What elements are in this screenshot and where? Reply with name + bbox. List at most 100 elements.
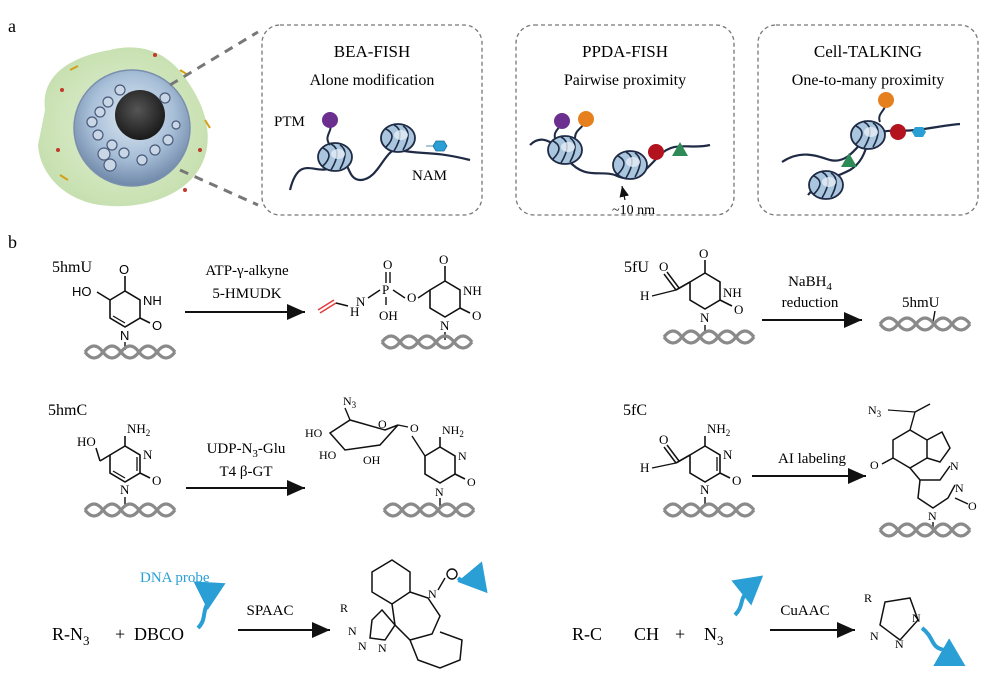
svg-text:HO: HO bbox=[319, 448, 337, 462]
substrate-5hmc: 5hmC bbox=[48, 402, 87, 419]
svg-text:N: N bbox=[870, 629, 879, 643]
panel-box-bea bbox=[261, 24, 483, 216]
svg-text:O: O bbox=[410, 421, 419, 435]
svg-text:O: O bbox=[659, 259, 668, 274]
nam-mark bbox=[426, 140, 448, 152]
svg-text:NH: NH bbox=[463, 283, 482, 298]
cell-talking-chromatin bbox=[781, 92, 961, 200]
svg-text:N: N bbox=[435, 485, 444, 499]
svg-text:O: O bbox=[870, 458, 879, 472]
svg-text:N: N bbox=[440, 318, 450, 333]
svg-text:reduction: reduction bbox=[782, 295, 839, 311]
bea-chromatin: PTM NAM bbox=[274, 112, 471, 191]
ppda-chromatin: ~10 nm bbox=[529, 111, 711, 218]
substrate-5fu: 5fU bbox=[624, 259, 649, 276]
panel-label-b: b bbox=[8, 232, 17, 252]
svg-text:R: R bbox=[340, 601, 348, 615]
svg-text:N: N bbox=[378, 641, 387, 655]
ptm-label: PTM bbox=[274, 114, 305, 130]
svg-text:N: N bbox=[700, 310, 710, 325]
red-mark-2 bbox=[890, 124, 906, 140]
reaction-5hmu: 5hmU O NH O HO N ATP-γ-alkyne 5-HMUDK H … bbox=[52, 252, 482, 360]
ptm-mark bbox=[322, 112, 338, 128]
panel-box-ppda bbox=[515, 24, 735, 216]
svg-text:O: O bbox=[407, 290, 416, 305]
cell-illustration bbox=[38, 47, 211, 207]
svg-text:O: O bbox=[659, 432, 668, 447]
svg-text:5-HMUDK: 5-HMUDK bbox=[212, 286, 281, 302]
svg-text:N: N bbox=[143, 447, 153, 462]
svg-text:T4 β-GT: T4 β-GT bbox=[219, 464, 272, 480]
svg-text:O: O bbox=[119, 262, 129, 277]
svg-text:CuAAC: CuAAC bbox=[780, 603, 829, 619]
svg-text:N: N bbox=[356, 294, 366, 309]
svg-text:NH: NH bbox=[143, 293, 162, 308]
blue-mark-2 bbox=[906, 127, 926, 137]
distance-label: ~10 nm bbox=[612, 203, 655, 218]
svg-text:O: O bbox=[383, 257, 392, 272]
svg-text:NH: NH bbox=[723, 285, 742, 300]
substrate-5hmu: 5hmU bbox=[52, 259, 92, 276]
svg-text:OH: OH bbox=[363, 453, 381, 467]
zoom-line-top bbox=[169, 30, 259, 87]
svg-text:H: H bbox=[640, 288, 649, 303]
svg-text:O: O bbox=[968, 499, 977, 513]
svg-text:O: O bbox=[378, 417, 387, 431]
svg-text:N3: N3 bbox=[868, 403, 882, 419]
svg-text:N: N bbox=[428, 587, 437, 601]
svg-text:O: O bbox=[734, 302, 743, 317]
panel-subtitle-ppda: Pairwise proximity bbox=[564, 72, 686, 89]
svg-text:P: P bbox=[382, 282, 389, 297]
svg-text:O: O bbox=[439, 252, 448, 267]
green-mark-2 bbox=[841, 153, 857, 167]
svg-text:SPAAC: SPAAC bbox=[247, 603, 294, 619]
svg-text:N: N bbox=[458, 449, 467, 463]
svg-text:R-C: R-C bbox=[572, 624, 602, 644]
panel-box-cell bbox=[757, 24, 979, 216]
svg-text:H: H bbox=[640, 460, 649, 475]
svg-text:CH: CH bbox=[634, 624, 659, 644]
panel-subtitle-cell: One-to-many proximity bbox=[792, 72, 944, 89]
svg-text:O: O bbox=[472, 308, 481, 323]
red-mark bbox=[648, 144, 664, 160]
product-r1: H N P O OH O O NH O N bbox=[317, 252, 482, 333]
svg-text:R: R bbox=[864, 591, 872, 605]
orange-mark bbox=[578, 111, 594, 127]
svg-text:NH2: NH2 bbox=[127, 421, 150, 438]
product-r2-label: 5hmU bbox=[902, 295, 940, 311]
reaction-5hmc: 5hmC NH2 N O N HO UDP-N3-Glu T4 β-GT N3 … bbox=[48, 394, 476, 518]
panel-subtitle-bea: Alone modification bbox=[310, 72, 435, 89]
svg-text:N: N bbox=[895, 637, 904, 651]
svg-text:N: N bbox=[348, 624, 357, 638]
panel-title-cell: Cell-TALKING bbox=[814, 42, 922, 61]
dna-probe-squiggle bbox=[193, 581, 226, 630]
svg-text:N3: N3 bbox=[343, 394, 357, 410]
svg-text:N: N bbox=[358, 639, 367, 653]
purple-mark bbox=[554, 113, 570, 129]
svg-text:N: N bbox=[120, 482, 130, 497]
svg-text:NH2: NH2 bbox=[442, 423, 464, 439]
svg-text:DBCO: DBCO bbox=[134, 624, 184, 644]
green-mark bbox=[672, 142, 688, 156]
svg-text:HO: HO bbox=[305, 426, 323, 440]
svg-text:H: H bbox=[350, 304, 359, 319]
svg-text:N: N bbox=[950, 459, 959, 473]
reaction-5fc: 5fC NH2 N O N O H AI labeling N3 bbox=[623, 402, 977, 538]
svg-text:N: N bbox=[700, 482, 710, 497]
svg-text:O: O bbox=[152, 318, 162, 333]
svg-text:O: O bbox=[732, 473, 741, 488]
svg-text:N: N bbox=[120, 328, 129, 343]
reaction-cuaac: R-C CH + N3 CuAAC R N N N bbox=[572, 575, 966, 666]
svg-text:HO: HO bbox=[77, 434, 96, 449]
nam-label: NAM bbox=[412, 168, 447, 184]
dna-probe-label: DNA probe bbox=[140, 570, 210, 586]
spaac-left-a: R-N3 bbox=[52, 624, 90, 648]
svg-text:AI labeling: AI labeling bbox=[778, 451, 846, 467]
panel-title-ppda: PPDA-FISH bbox=[582, 42, 668, 61]
svg-text:N: N bbox=[723, 447, 733, 462]
reaction-5fu: 5fU O NH O N O H NaBH4 reduction 5hmU bbox=[624, 246, 972, 345]
nucleolus bbox=[115, 90, 165, 140]
zoom-line-bottom bbox=[179, 168, 259, 207]
product-r4: N3 O N N N O bbox=[868, 403, 977, 523]
